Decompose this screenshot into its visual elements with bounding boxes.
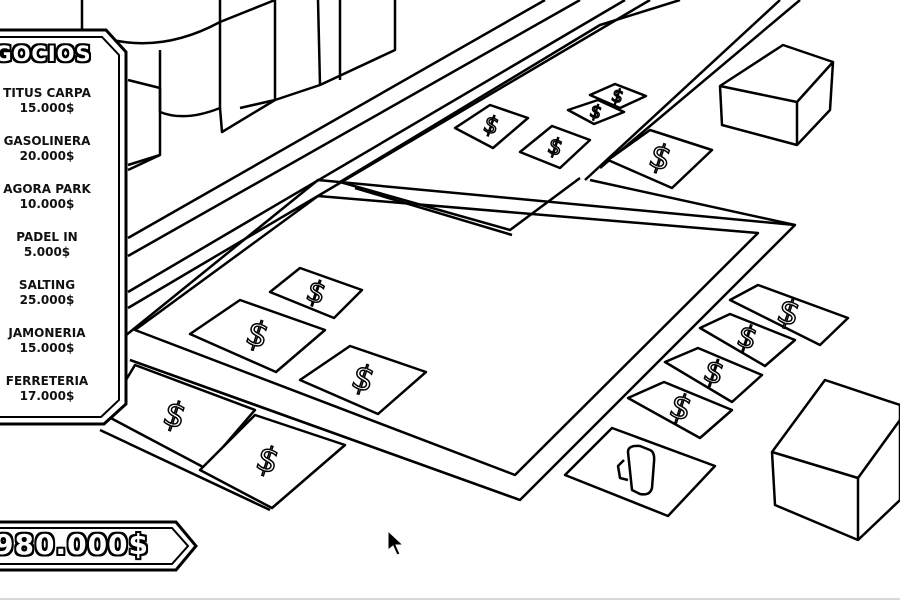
money-amount: 980.000$ <box>0 528 150 561</box>
divider <box>0 598 900 600</box>
dollar-lot[interactable]: $ <box>298 344 428 416</box>
business-price: 25.000$ <box>19 293 75 307</box>
dollar-lot[interactable]: $ <box>728 283 850 347</box>
dollar-lot[interactable]: $ <box>626 380 734 440</box>
dollar-lot[interactable]: $ <box>588 82 648 110</box>
business-name: TITUS CARPA <box>3 86 91 100</box>
lot-gasolinera[interactable] <box>563 426 717 518</box>
business-name: GASOLINERA <box>3 134 91 148</box>
building-small-left <box>127 78 162 172</box>
building-cube-top-right <box>718 43 835 147</box>
business-name: JAMONERIA <box>8 326 86 340</box>
money-counter: 980.000$ <box>0 520 200 572</box>
dollar-lot[interactable]: $ <box>606 128 714 190</box>
dollar-lot[interactable]: $ <box>518 124 592 170</box>
dollar-lot[interactable]: $ <box>566 98 626 126</box>
gas-pump-icon <box>626 444 656 496</box>
business-name: FERRETERIA <box>5 374 89 388</box>
dollar-lot[interactable]: $ <box>663 346 764 404</box>
property-lots: $$$$$$$$$$$$$$ <box>103 82 850 510</box>
business-name: AGORA PARK <box>3 182 91 196</box>
business-price: 5.000$ <box>23 245 71 259</box>
business-price: 17.000$ <box>19 389 75 403</box>
panel-title: GOCIOS <box>0 42 92 66</box>
dollar-lot[interactable]: $ <box>453 103 530 150</box>
business-price: 15.000$ <box>19 341 75 355</box>
business-name: PADEL IN <box>16 230 78 244</box>
business-price: 15.000$ <box>19 101 75 115</box>
dollar-lot[interactable]: $ <box>198 413 347 510</box>
business-price: 10.000$ <box>19 197 75 211</box>
dollar-lot[interactable]: $ <box>268 266 364 320</box>
cursor-arrow-icon <box>387 530 405 556</box>
business-price: 20.000$ <box>19 149 75 163</box>
dollar-lot[interactable]: $ <box>188 298 327 374</box>
building-cube-bottom-right <box>770 378 900 542</box>
dollar-lot[interactable]: $ <box>103 363 257 470</box>
business-name: SALTING <box>18 278 76 292</box>
dollar-lot[interactable]: $ <box>698 312 797 368</box>
